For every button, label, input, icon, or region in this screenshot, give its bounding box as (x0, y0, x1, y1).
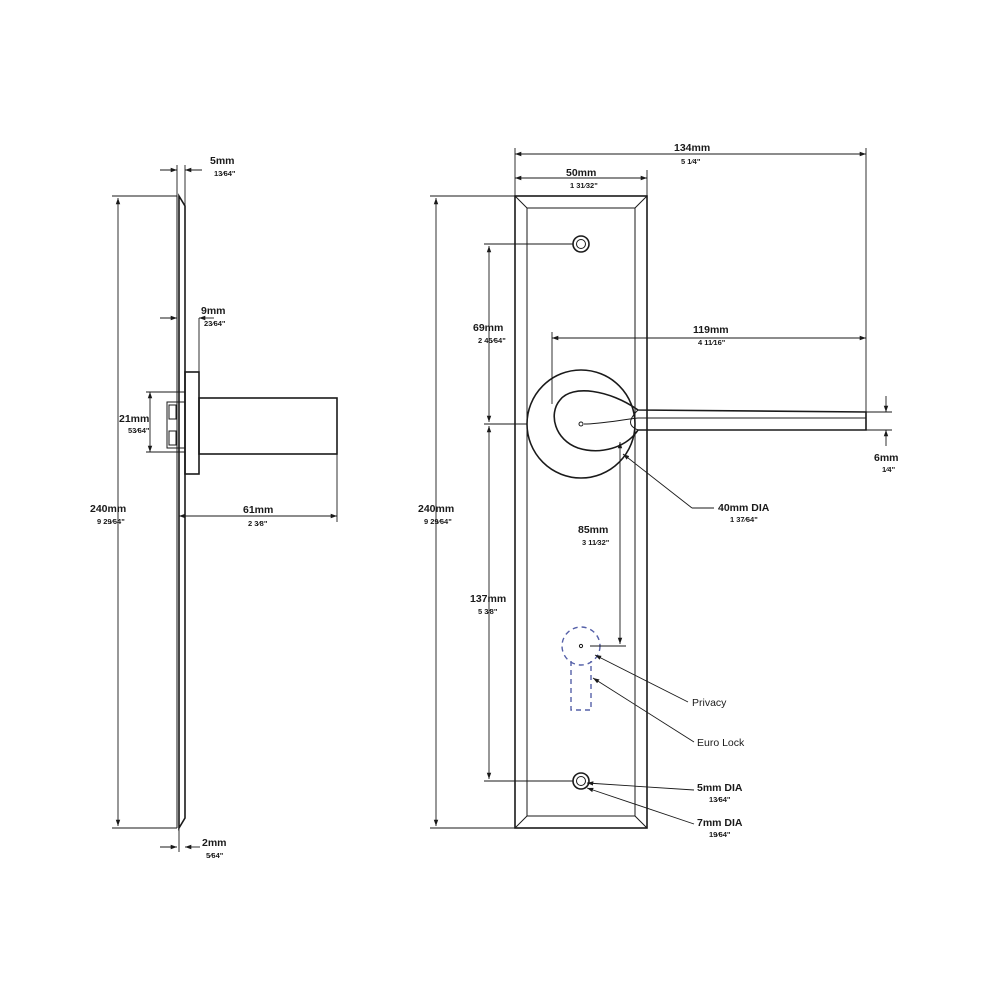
side-backplate-profile (178, 193, 186, 831)
front-lower-span-sub: 5 3⁄8" (478, 607, 498, 616)
front-bottom-fixing-hole (572, 772, 590, 790)
front-backplate (514, 195, 648, 829)
front-centres-sub: 3 11⁄32" (582, 538, 610, 547)
front-backplate-bevel (526, 207, 636, 817)
front-rose-diameter-label: 40mm DIA (718, 502, 770, 514)
front-lever (553, 390, 867, 452)
front-euro-lock-label: Euro Lock (697, 737, 745, 749)
side-view: 5mm 13⁄64" 9mm 23⁄64" 21mm 53⁄64" 240mm … (90, 155, 338, 860)
side-edge-label: 2mm (202, 837, 227, 849)
side-projection-sub: 2 3⁄8" (248, 519, 268, 528)
front-lower-span-label: 137mm (470, 593, 506, 605)
front-lever-thickness-sub: 1⁄4" (882, 465, 896, 474)
side-height-sub: 9 29⁄64" (97, 517, 125, 526)
side-spindle-sub: 53⁄64" (128, 426, 150, 435)
front-hole-large-label: 7mm DIA (697, 817, 743, 829)
front-lever-length-label: 119mm (693, 324, 729, 336)
front-view: 134mm 5 1⁄4" 50mm 1 31⁄32" 240mm 9 29⁄64… (418, 142, 899, 839)
side-rose-thickness-label: 9mm (201, 305, 226, 317)
front-plate-width-label: 50mm (566, 167, 596, 179)
side-plate-thickness-sub: 13⁄64" (214, 169, 236, 178)
front-height-label: 240mm (418, 503, 454, 515)
front-rose-diameter-sub: 1 37⁄64" (730, 515, 758, 524)
front-rose (526, 369, 636, 479)
side-screw-top (168, 404, 177, 420)
side-rose (184, 371, 200, 475)
front-overall-width-sub: 5 1⁄4" (681, 157, 701, 166)
side-spindle-label: 21mm (119, 413, 149, 425)
front-hole-small-label: 5mm DIA (697, 782, 743, 794)
front-centres-label: 85mm (578, 524, 608, 536)
side-height-label: 240mm (90, 503, 126, 515)
front-plate-width-sub: 1 31⁄32" (570, 181, 598, 190)
front-hole-small-sub: 13⁄64" (709, 795, 731, 804)
front-lever-thickness-label: 6mm (874, 452, 899, 464)
side-lever (198, 397, 338, 455)
front-euro-lock-outline (570, 661, 592, 711)
side-plate-thickness-label: 5mm (210, 155, 235, 167)
front-top-fixing-hole (572, 235, 590, 253)
front-hole-large-sub: 19⁄64" (709, 830, 731, 839)
front-privacy-label: Privacy (692, 697, 727, 709)
front-top-hole-label: 69mm (473, 322, 503, 334)
side-projection-label: 61mm (243, 504, 273, 516)
front-overall-width-label: 134mm (674, 142, 710, 154)
side-spindle-block (166, 401, 186, 449)
side-rose-thickness-sub: 23⁄64" (204, 319, 226, 328)
front-top-hole-sub: 2 45⁄64" (478, 336, 506, 345)
side-screw-bottom (168, 430, 177, 446)
side-edge-sub: 5⁄64" (206, 851, 224, 860)
front-height-sub: 9 29⁄64" (424, 517, 452, 526)
front-lever-length-sub: 4 11⁄16" (698, 338, 726, 347)
